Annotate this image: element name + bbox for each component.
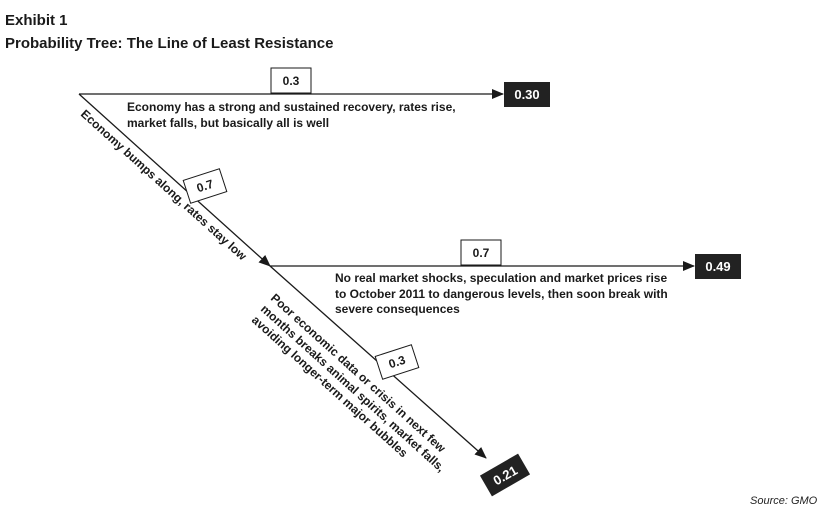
outcome-poor-data-group: 0.21: [479, 453, 531, 497]
branch-poor-data-text-3: avoiding longer-term major bubbles: [249, 313, 411, 461]
branch-recovery-probability: 0.3: [283, 74, 300, 88]
outcome-recovery-box: [504, 82, 550, 107]
outcome-recovery-value: 0.30: [514, 87, 539, 102]
branch-poor-data-prob-group: 0.3: [374, 344, 420, 380]
branch-no-shocks-text-1: No real market shocks, speculation and m…: [335, 271, 667, 285]
branch-poor-data-probability: 0.3: [387, 353, 408, 372]
branch-bumps-probability: 0.7: [195, 177, 216, 196]
branch-bumps-prob-group: 0.7: [182, 168, 228, 204]
branch-poor-data-text-2: months breaks animal spirits, market fal…: [258, 302, 448, 475]
branch-poor-data-prob-box: [374, 344, 420, 380]
source-note: Source: GMO: [750, 495, 818, 507]
page-title: Probability Tree: The Line of Least Resi…: [5, 35, 334, 52]
title-block: Exhibit 1 Probability Tree: The Line of …: [5, 9, 333, 55]
branch-no-shocks-text-3: severe consequences: [335, 302, 460, 316]
branch-no-shocks-probability: 0.7: [473, 246, 490, 260]
exhibit-label: Exhibit 1: [5, 12, 68, 29]
branch-bumps-line: [78, 93, 271, 267]
branch-recovery-text-1: Economy has a strong and sustained recov…: [127, 100, 456, 114]
outcome-poor-data-box: [479, 453, 531, 497]
branch-bumps-prob-box: [182, 168, 228, 204]
outcome-no-shocks-value: 0.49: [705, 259, 730, 274]
outcome-no-shocks-box: [695, 254, 741, 279]
branch-recovery-prob-box: [270, 67, 312, 94]
branch-recovery-text-2: market falls, but basically all is well: [127, 116, 329, 130]
branch-no-shocks-text-2: to October 2011 to dangerous levels, the…: [335, 287, 668, 301]
branch-no-shocks-prob-box: [460, 239, 502, 266]
